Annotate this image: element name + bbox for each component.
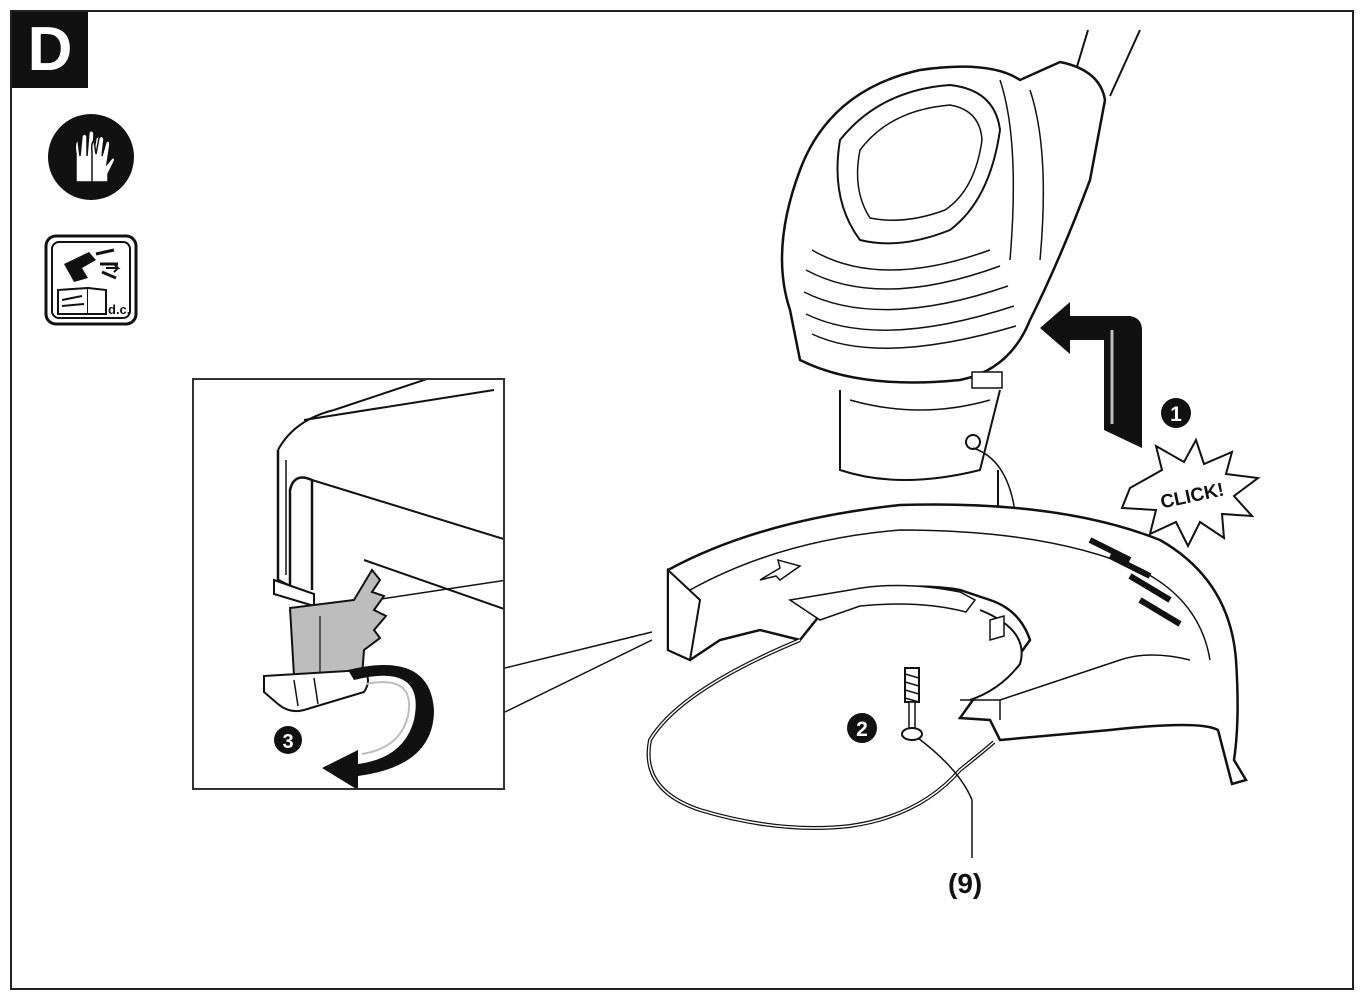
callout-line-top [504, 631, 653, 669]
unplug-manual-icon: d.c. [44, 234, 140, 333]
trimmer-line [646, 638, 996, 830]
diagram-frame [10, 10, 1354, 990]
step-1-badge [1161, 398, 1191, 428]
step-1-arrow [1040, 302, 1142, 448]
step-2-badge [847, 713, 877, 743]
inset-detail-panel: 3 [192, 378, 505, 790]
step-3-number: 3 [282, 731, 293, 753]
step-1-number: 1 [1170, 403, 1182, 426]
click-burst-icon [1120, 437, 1261, 549]
section-badge: D [12, 12, 88, 88]
motor-housing [780, 60, 1107, 481]
callout-line-bottom [504, 639, 653, 713]
gloves-icon [46, 112, 136, 207]
safety-guard [666, 503, 1248, 786]
part-number-label: (9) [948, 868, 983, 899]
screw-part-9 [901, 667, 973, 858]
step-2-number: 2 [856, 718, 868, 741]
unplug-note-text: d.c. [108, 302, 130, 317]
